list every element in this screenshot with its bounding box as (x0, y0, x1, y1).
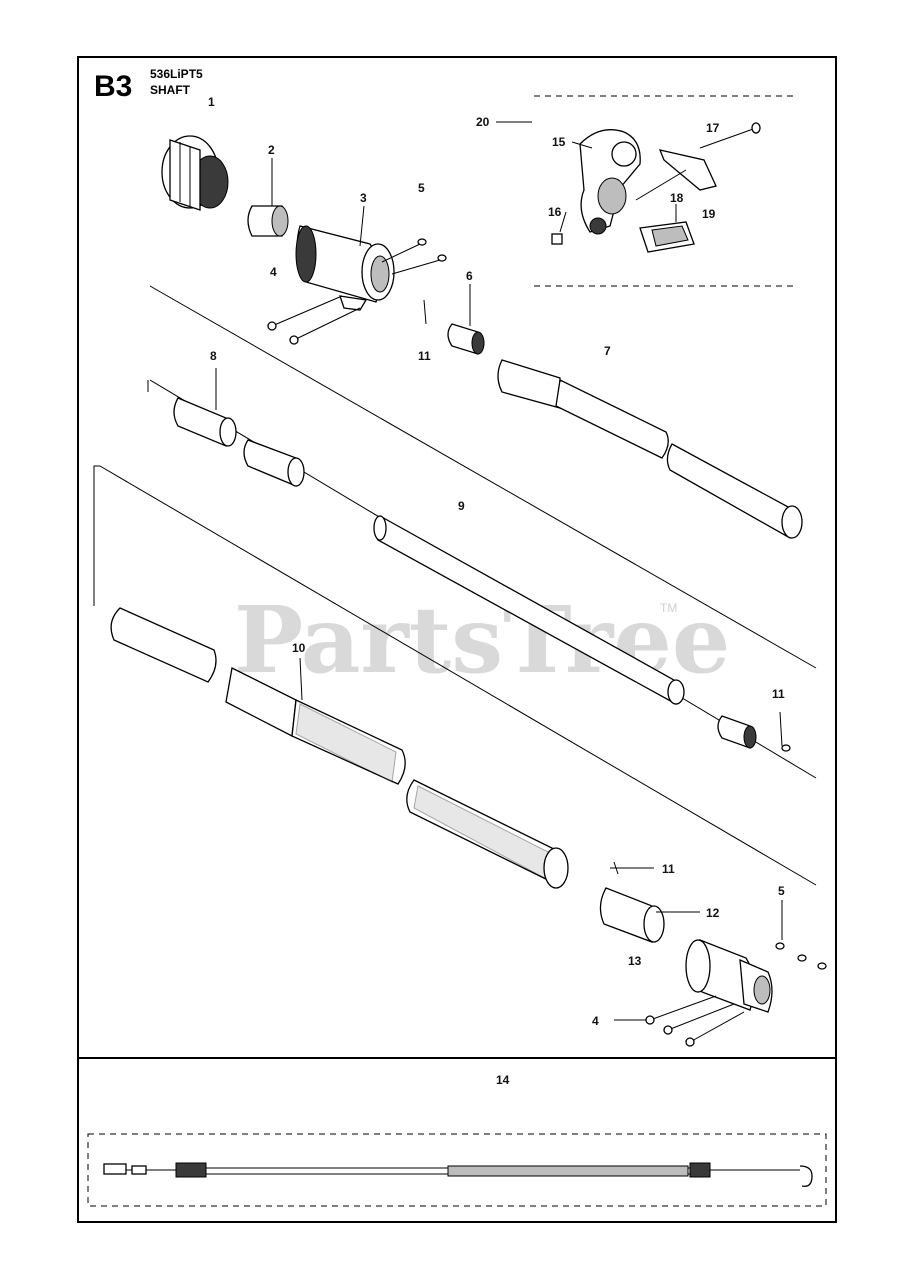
callout-18: 18 (670, 191, 684, 205)
section-title: SHAFT (150, 83, 191, 97)
part-clamp-sleeves (147, 380, 305, 487)
section-code: B3 (94, 70, 132, 103)
leader-lines (215, 121, 783, 1021)
part-coupling-housing (295, 225, 395, 311)
screw-set-lower (645, 942, 827, 1047)
part-coupler-right (717, 711, 791, 752)
callout-19: 19 (702, 207, 716, 221)
callout-11-upper: 11 (418, 349, 431, 363)
part-lower-housing (685, 939, 773, 1013)
callout-12: 12 (706, 906, 720, 920)
screw-set-upper (267, 238, 447, 345)
callout-4-lower: 4 (592, 1014, 599, 1028)
guide-line-upper (149, 285, 817, 669)
part-knob (161, 135, 229, 211)
callout-5-lower: 5 (778, 884, 785, 898)
watermark-trademark: TM (660, 601, 677, 615)
diagram-frame (77, 56, 837, 1223)
callout-1: 1 (208, 95, 215, 109)
part-hanger-clamp (635, 122, 761, 201)
callout-20: 20 (476, 115, 490, 129)
part-cable-assembly (103, 1162, 813, 1187)
model-name: 536LiPT5 (150, 67, 203, 81)
part-upper-shaft (497, 359, 803, 539)
callout-11-right: 11 (772, 687, 785, 701)
part-lower-sleeve (599, 861, 665, 943)
callout-10: 10 (292, 641, 306, 655)
callout-16: 16 (548, 205, 562, 219)
callout-11-lower: 11 (662, 862, 675, 876)
callout-15: 15 (552, 135, 566, 149)
callout-7: 7 (604, 344, 611, 358)
callout-3: 3 (360, 191, 367, 205)
part-small-coupler (423, 299, 485, 355)
callout-6: 6 (466, 269, 473, 283)
callout-17: 17 (706, 121, 720, 135)
part-hanger-block (639, 221, 695, 253)
part-sleeve (247, 205, 289, 237)
callout-5: 5 (418, 181, 425, 195)
callout-13: 13 (628, 954, 642, 968)
callout-8: 8 (210, 349, 217, 363)
callout-14: 14 (496, 1073, 510, 1087)
guide-line-left (93, 465, 100, 606)
cable-dash-frame (87, 1133, 827, 1207)
part-hanger-bracket (551, 129, 641, 245)
callout-2: 2 (268, 143, 275, 157)
callout-9: 9 (458, 499, 465, 513)
callout-4: 4 (270, 265, 277, 279)
part-drive-shaft (373, 515, 685, 705)
part-lower-shaft (110, 607, 569, 889)
guide-line-middle (99, 465, 817, 886)
